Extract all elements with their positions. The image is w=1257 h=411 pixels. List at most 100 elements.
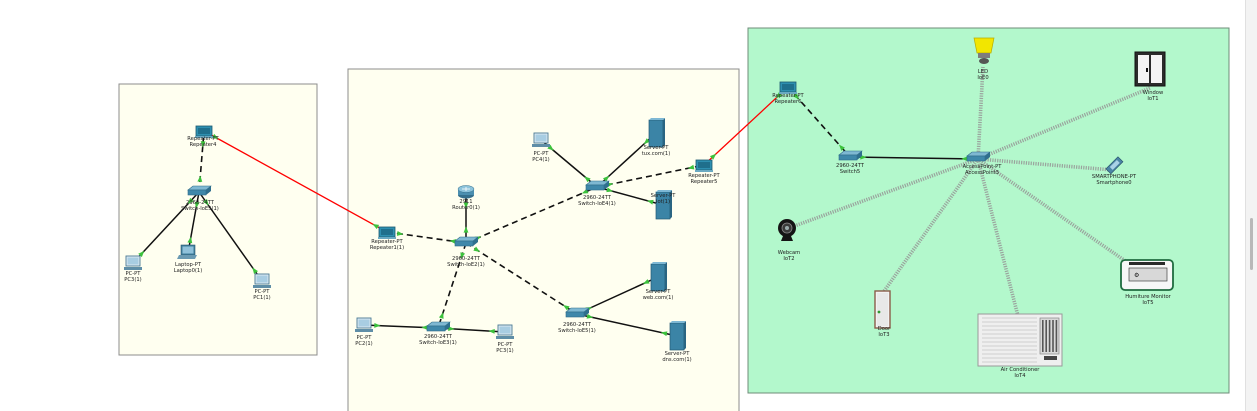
link-straight-swLeft-pc1a[interactable] — [198, 191, 263, 282]
ap-icon — [966, 151, 991, 162]
scrollbar-thumb[interactable] — [1250, 218, 1253, 270]
link-dashed-swLeft-rep4[interactable] — [198, 130, 205, 193]
link-straight-sw5-srvDns[interactable] — [576, 313, 678, 337]
port-status-indicator — [463, 226, 469, 233]
port-status-indicator — [643, 138, 651, 145]
node-label: 2960-24TT — [836, 163, 865, 169]
node-label: Switch-IoE3(1) — [419, 340, 457, 346]
node-label: IoT3 — [878, 332, 889, 338]
link-wireless-ap-phone[interactable] — [977, 157, 1114, 172]
node-label: IoT1 — [1147, 96, 1158, 102]
port-status-indicator — [194, 201, 200, 209]
node-label: 2960-24TT — [424, 334, 453, 340]
pc-icon — [124, 255, 142, 270]
link-straight-swLeft-laptop0[interactable] — [187, 191, 200, 254]
node-label: Laptop0(1) — [174, 268, 203, 274]
port-status-indicator — [460, 252, 466, 259]
switch-icon — [838, 150, 863, 161]
svg-text:⚙: ⚙ — [1134, 272, 1139, 279]
port-status-indicator — [463, 202, 469, 209]
node-label: PC2(1) — [355, 341, 372, 347]
port-status-indicator — [448, 326, 455, 332]
node-label: PC-PT — [357, 335, 373, 341]
port-status-indicator — [586, 313, 594, 319]
window-icon — [1134, 51, 1166, 87]
node-label: Switch-IoE5(1) — [558, 328, 596, 334]
link-dashed-sw4-rep5[interactable] — [596, 164, 705, 188]
node-label: PC-PT — [534, 151, 550, 157]
link-serial-rep5-rep6[interactable] — [703, 86, 789, 166]
port-status-indicator — [202, 199, 209, 206]
node-label: Repeater-PT — [187, 136, 219, 142]
vertical-scrollbar[interactable] — [1245, 0, 1257, 411]
node-label: PC-PT — [255, 289, 271, 295]
node-label: 2911 — [459, 199, 472, 205]
node-label: Humiture Monitor — [1125, 294, 1171, 300]
node-label: IoT2 — [783, 256, 794, 262]
node-label: Webcam — [778, 250, 800, 256]
pc-icon — [496, 324, 514, 339]
node-label: PC3(1) — [496, 348, 513, 354]
port-status-indicator — [421, 325, 428, 331]
repeater-icon — [695, 159, 713, 172]
node-label: IoE0 — [977, 75, 988, 81]
port-status-indicator — [187, 236, 193, 244]
switch-icon — [454, 236, 479, 247]
link-wireless-ap-led[interactable] — [976, 66, 985, 160]
node-label: IoT5 — [1142, 300, 1153, 306]
link-dashed-sw2-sw4[interactable] — [465, 186, 598, 244]
port-status-indicator — [838, 144, 845, 151]
switch-icon — [426, 321, 451, 332]
node-label: Router0(1) — [452, 205, 480, 211]
link-straight-switch5-ap[interactable] — [849, 156, 979, 160]
port-status-indicator — [646, 199, 654, 205]
node-label: PC4(1) — [532, 157, 549, 163]
repeater-icon — [195, 125, 213, 138]
link-wireless-ap-humidity[interactable] — [976, 157, 1149, 278]
node-label: Air Conditioner — [1001, 367, 1041, 373]
node-label: PC-PT — [126, 271, 142, 277]
link-wireless-ap-ac[interactable] — [976, 158, 1022, 325]
node-label: Window — [1143, 90, 1164, 96]
link-dashed-sw2-sw5[interactable] — [465, 242, 578, 315]
pc-icon — [532, 132, 550, 147]
node-label: 2960-24TT — [563, 322, 592, 328]
node-label: 2960-24TT — [186, 200, 215, 206]
node-label: Repeater5 — [691, 179, 718, 185]
node-label: Switch-IoE5(1) — [181, 206, 219, 212]
node-label: Repeater-PT — [772, 93, 804, 99]
server-icon — [655, 190, 672, 220]
link-serial-rep4-rep1[interactable] — [203, 130, 388, 233]
middle-area[interactable] — [347, 68, 740, 411]
